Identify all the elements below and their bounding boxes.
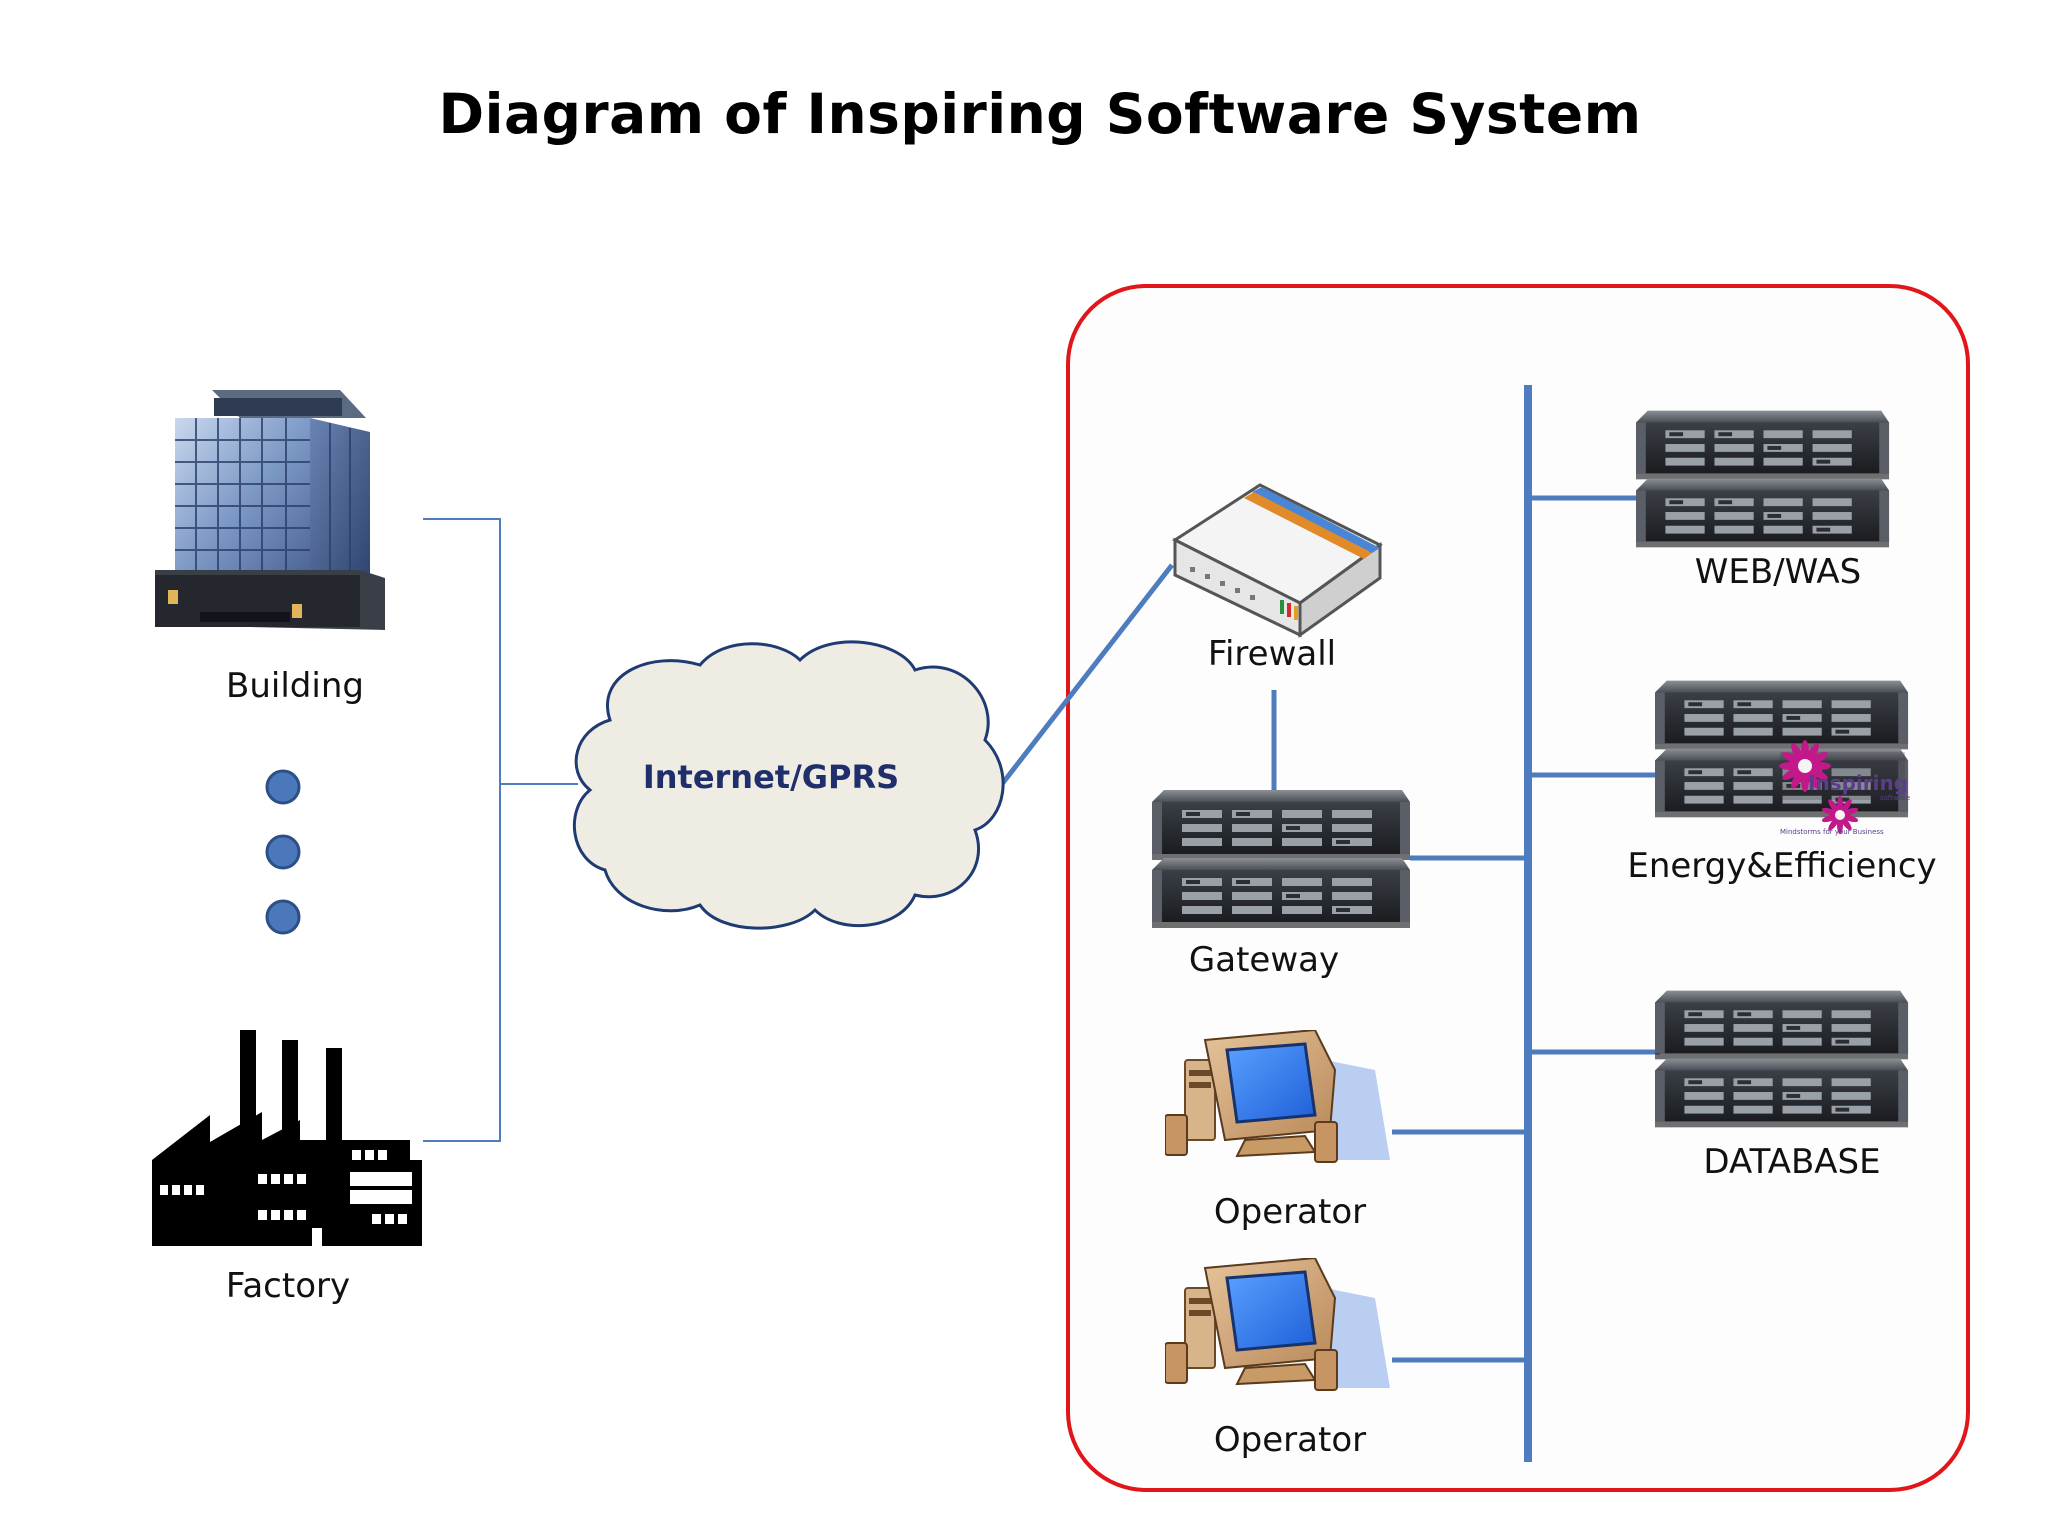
internet-cloud-icon — [573, 640, 1005, 930]
site-connector — [423, 518, 578, 1142]
operator-label: Operator — [1213, 1192, 1367, 1232]
database-server-icon — [1655, 990, 1909, 1128]
logo-brand-text: Inspiring — [1808, 771, 1908, 795]
gateway-label: Gateway — [1188, 940, 1340, 980]
operator-label: Operator — [1213, 1420, 1367, 1460]
diagram-title: Diagram of Inspiring Software System — [438, 82, 1642, 146]
firewall-label: Firewall — [1207, 634, 1337, 674]
energy-label: Energy&Efficiency — [1627, 846, 1937, 886]
building-label: Building — [226, 666, 364, 706]
ellipsis-dot — [265, 769, 301, 805]
inspiring-logo-icon: Inspiring software Mindstorms for your B… — [1779, 740, 1910, 836]
internet-label: Internet/GPRS — [642, 758, 900, 796]
database-label: DATABASE — [1703, 1142, 1881, 1182]
web-was-server-icon — [1636, 410, 1890, 548]
logo-tagline-text: Mindstorms for your Business — [1780, 828, 1884, 836]
energy-server-icon — [1655, 680, 1909, 818]
logo-sub-text: software — [1880, 794, 1910, 802]
web-was-label: WEB/WAS — [1694, 552, 1862, 592]
ellipsis-dot — [265, 899, 301, 935]
cloud-firewall-link — [1000, 563, 1174, 786]
building-icon — [155, 390, 385, 630]
gateway-server-icon — [1152, 790, 1410, 928]
firewall-icon — [1171, 483, 1383, 638]
bus-branches — [1392, 495, 1660, 1363]
ellipsis-dot — [265, 834, 301, 870]
factory-icon — [152, 1030, 422, 1246]
factory-label: Factory — [225, 1266, 351, 1306]
